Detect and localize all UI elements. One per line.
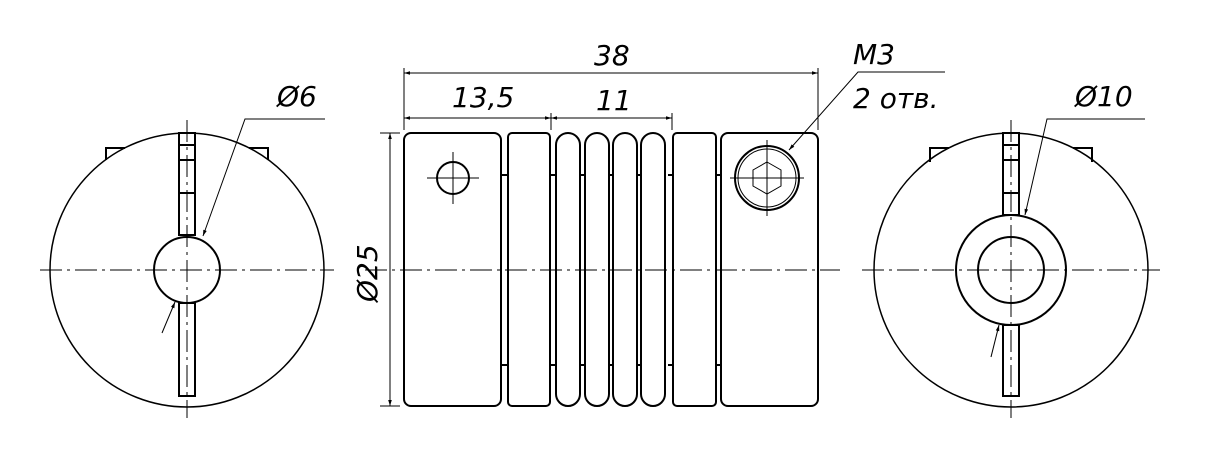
left-end-view: Ø6: [40, 80, 334, 418]
overall-length-label: 38: [594, 39, 630, 72]
hub-length-label: 13,5: [452, 81, 514, 114]
outer-diameter-label: Ø25: [351, 244, 384, 303]
left-bore-diameter-label: Ø6: [276, 80, 317, 113]
side-view: 38 13,5 11 Ø25 M3 2 отв.: [351, 38, 945, 407]
right-end-view: Ø10: [862, 80, 1160, 418]
screw-count-label: 2 отв.: [853, 82, 939, 115]
screw-head: [730, 140, 804, 216]
screw-size-label: M3: [853, 38, 895, 71]
right-bore-diameter-label: Ø10: [1074, 80, 1133, 113]
bellows-length-label: 11: [596, 84, 632, 117]
